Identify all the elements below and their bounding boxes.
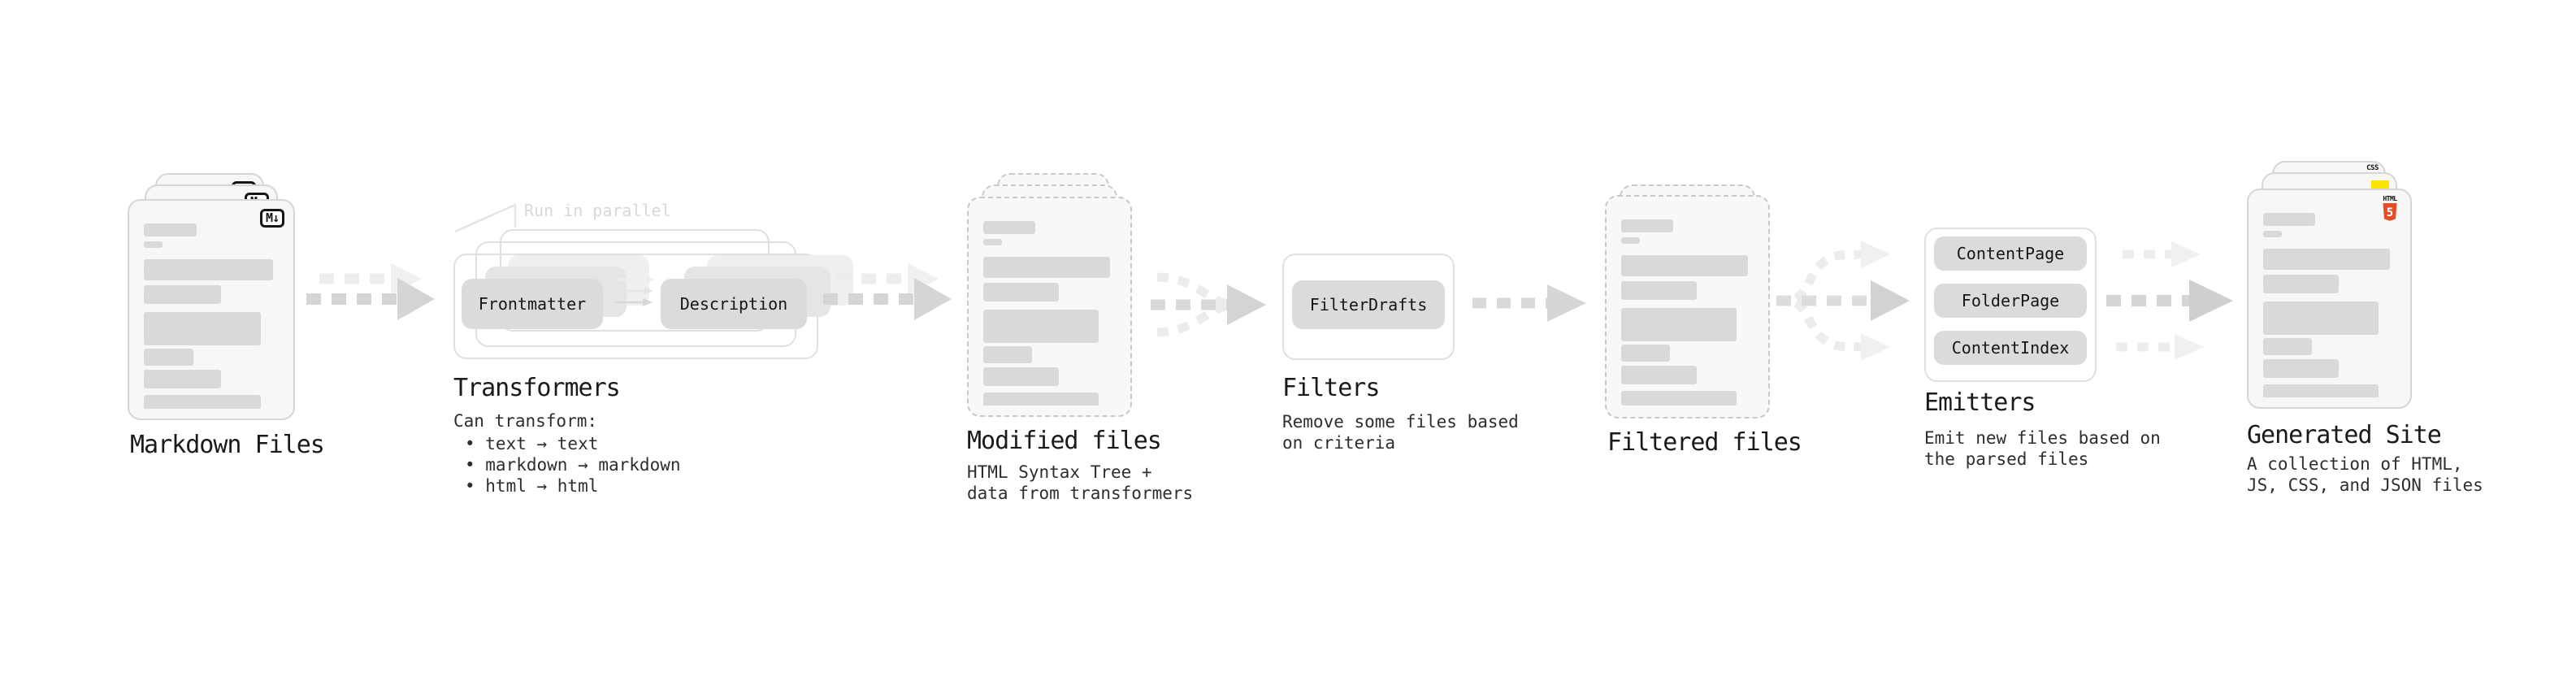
transformers-bullet: • html → html: [465, 476, 599, 496]
arrow-markdown-to-transformers: [306, 263, 435, 320]
html5-icon: HTML 5: [2383, 195, 2398, 221]
doc-content-line: [983, 239, 1002, 245]
filters-title: Filters: [1282, 374, 1380, 402]
pill-description: Description: [661, 279, 807, 329]
doc-content-line: [1621, 366, 1697, 384]
file-card-front: HTML 5: [2247, 189, 2412, 409]
doc-content-line: [983, 221, 1035, 234]
doc-content-line: [2263, 384, 2379, 397]
transformers-note: Can transform:: [453, 411, 598, 431]
emitters-title: Emitters: [1924, 388, 2036, 417]
doc-content-line: [1621, 391, 1737, 406]
arrow-filtered-to-emitters: [1776, 241, 1910, 361]
doc-skeleton: [1621, 219, 1754, 407]
file-card-front: M↓: [128, 199, 295, 420]
modified-files-title: Modified files: [967, 427, 1162, 455]
filtered-files-title: Filtered files: [1607, 428, 1802, 457]
doc-skeleton: [144, 223, 279, 409]
doc-content-line: [144, 312, 262, 345]
doc-content-line: [983, 346, 1033, 363]
emitters-subtitle: Emit new files based on the parsed files: [1924, 428, 2161, 469]
modified-files-subtitle: HTML Syntax Tree + data from transformer…: [967, 462, 1194, 503]
pill-contentpage: ContentPage: [1934, 236, 2087, 271]
arrow-transformers-to-modified: [823, 263, 952, 320]
markdown-files-title: Markdown Files: [130, 431, 325, 459]
file-card-front: [1605, 195, 1770, 419]
doc-content-line: [144, 259, 274, 280]
doc-content-line: [144, 241, 163, 248]
arrow-emitters-to-site: [2106, 241, 2233, 360]
markdown-file-icon: M↓: [259, 209, 284, 228]
doc-skeleton: [2263, 213, 2396, 397]
transformers-bullet: • markdown → markdown: [465, 455, 681, 475]
pill-contentindex: ContentIndex: [1934, 331, 2087, 365]
doc-content-line: [1621, 308, 1737, 341]
file-card-front: [967, 197, 1132, 417]
generated-site-title: Generated Site: [2247, 421, 2442, 449]
generated-site-subtitle: A collection of HTML, JS, CSS, and JSON …: [2247, 454, 2483, 495]
callout-line: [454, 203, 517, 233]
parallel-arrows-icon: [614, 276, 654, 306]
doc-content-line: [983, 393, 1099, 406]
run-in-parallel-label: Run in parallel: [524, 201, 671, 220]
transformers-bullet: • text → text: [465, 434, 599, 453]
doc-content-line: [2263, 301, 2379, 335]
doc-content-line: [144, 349, 194, 366]
doc-content-line: [2263, 231, 2282, 237]
arrow-filters-to-filtered: [1472, 284, 1586, 322]
arrow-modified-to-filters: [1151, 272, 1266, 337]
js-badge: [2371, 180, 2389, 189]
doc-content-line: [983, 310, 1099, 343]
doc-content-line: [2263, 338, 2313, 355]
css-badge-label: CSS: [2366, 164, 2379, 172]
doc-content-line: [1621, 345, 1671, 362]
pill-folderpage: FolderPage: [1934, 284, 2087, 318]
pill-frontmatter: Frontmatter: [462, 279, 603, 329]
html5-icon-label: HTML: [2383, 195, 2397, 202]
doc-content-line: [144, 223, 197, 236]
doc-content-line: [2263, 359, 2339, 378]
doc-content-line: [144, 370, 221, 388]
doc-content-line: [2263, 249, 2391, 270]
doc-content-line: [1621, 219, 1673, 232]
doc-content-line: [144, 395, 262, 409]
doc-content-line: [983, 283, 1059, 301]
doc-content-line: [1621, 237, 1640, 244]
doc-content-line: [144, 285, 221, 304]
doc-content-line: [983, 367, 1059, 386]
html5-icon-number: 5: [2387, 206, 2393, 219]
doc-content-line: [983, 257, 1111, 278]
filters-subtitle: Remove some files based on criteria: [1282, 412, 1519, 453]
pill-filterdrafts: FilterDrafts: [1292, 280, 1445, 329]
doc-content-line: [2263, 213, 2315, 226]
doc-content-line: [2263, 275, 2339, 293]
doc-content-line: [1621, 281, 1697, 300]
doc-content-line: [1621, 255, 1749, 276]
doc-skeleton: [983, 221, 1116, 406]
transformers-title: Transformers: [453, 374, 621, 402]
